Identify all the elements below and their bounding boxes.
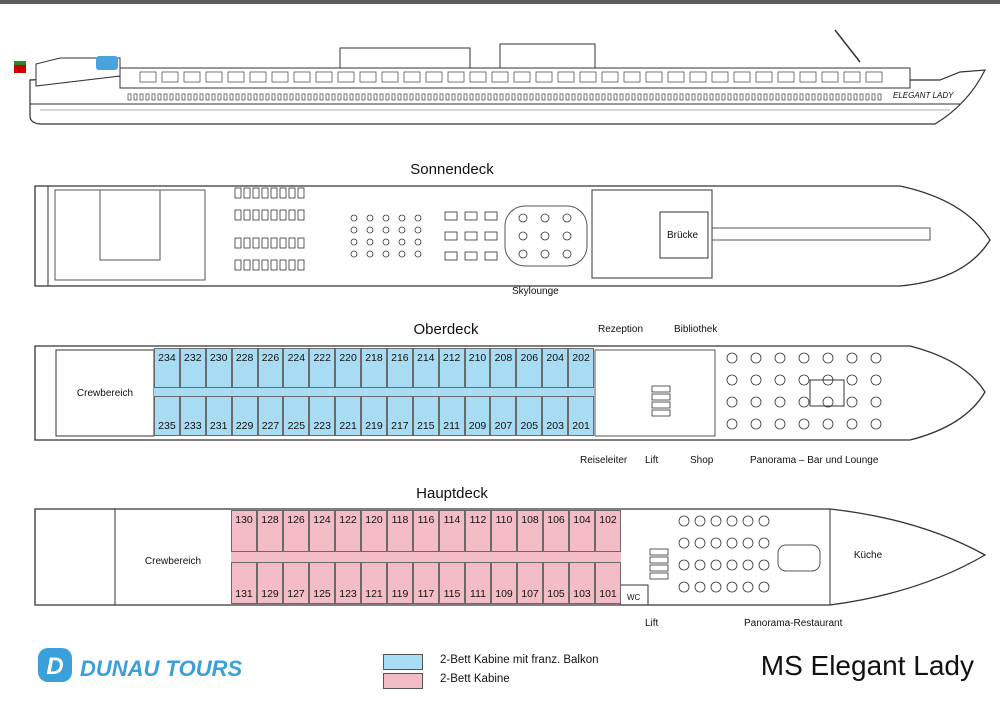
cabin-206: 206: [516, 348, 543, 388]
ship-name: MS Elegant Lady: [760, 650, 974, 681]
shop-label: Shop: [690, 455, 714, 466]
oberdeck-corridor: [154, 388, 594, 396]
cabin-108: 108: [517, 510, 543, 552]
cabin-221: 221: [335, 396, 362, 436]
cabin-226: 226: [257, 348, 284, 388]
cabin-225: 225: [283, 396, 310, 436]
lift-label-hauptdeck: Lift: [645, 618, 659, 629]
wc-label: WC: [627, 593, 641, 602]
legend-swatch: [383, 673, 423, 689]
ship-side-profile: [14, 29, 987, 125]
ship-side-name: ELEGANT LADY: [893, 91, 954, 100]
cabin-131: 131: [231, 562, 257, 604]
lift-label-oberdeck: Lift: [645, 455, 659, 466]
sonnendeck-hull: [34, 185, 991, 287]
cabin-124: 124: [309, 510, 335, 552]
legend-swatch: [383, 654, 423, 670]
cabin-202: 202: [568, 348, 594, 388]
hauptdeck-corridor: [231, 552, 621, 562]
cabin-230: 230: [205, 348, 232, 388]
cabin-123: 123: [335, 562, 361, 604]
cabin-228: 228: [231, 348, 258, 388]
cabin-129: 129: [257, 562, 283, 604]
top-border: [0, 0, 1000, 4]
cabin-235: 235: [154, 396, 180, 436]
hauptdeck-crew-area: Crewbereich: [144, 555, 202, 567]
cabin-117: 117: [413, 562, 439, 604]
hauptdeck-title: Hauptdeck: [416, 485, 488, 502]
logo-letter: D: [46, 653, 63, 680]
cabin-118: 118: [387, 510, 413, 552]
cabin-107: 107: [517, 562, 543, 604]
cabin-205: 205: [516, 396, 543, 436]
sonnendeck-title: Sonnendeck: [410, 161, 494, 178]
cabin-204: 204: [542, 348, 569, 388]
cabin-126: 126: [283, 510, 309, 552]
cabin-217: 217: [386, 396, 413, 436]
cabin-102: 102: [595, 510, 621, 552]
cabin-110: 110: [491, 510, 517, 552]
cabin-114: 114: [439, 510, 465, 552]
cabin-122: 122: [335, 510, 361, 552]
cabin-209: 209: [464, 396, 491, 436]
rezeption-label: Rezeption: [598, 324, 644, 335]
panorama-bar-label: Panorama – Bar und Lounge: [750, 455, 879, 466]
cabin-220: 220: [335, 348, 362, 388]
bibliothek-label: Bibliothek: [674, 324, 718, 335]
cabin-112: 112: [465, 510, 491, 552]
cabin-105: 105: [543, 562, 569, 604]
cabin-121: 121: [361, 562, 387, 604]
cabin-101: 101: [595, 562, 621, 604]
cabin-210: 210: [464, 348, 491, 388]
cabin-234: 234: [154, 348, 180, 388]
cabin-120: 120: [361, 510, 387, 552]
cabin-116: 116: [413, 510, 439, 552]
cabin-208: 208: [490, 348, 517, 388]
cabin-224: 224: [283, 348, 310, 388]
cabin-130: 130: [231, 510, 257, 552]
cabin-106: 106: [543, 510, 569, 552]
cabin-227: 227: [257, 396, 284, 436]
skylounge-label: Skylounge: [512, 286, 559, 297]
restaurant-label: Panorama-Restaurant: [744, 618, 843, 629]
cabin-201: 201: [568, 396, 594, 436]
reiseleiter-label: Reiseleiter: [580, 455, 628, 466]
bridge-label: Brücke: [667, 230, 699, 241]
cabin-223: 223: [309, 396, 336, 436]
cabin-222: 222: [309, 348, 336, 388]
logo-text: DUNAU TOURS: [80, 656, 242, 681]
cabin-232: 232: [179, 348, 206, 388]
cabin-109: 109: [491, 562, 517, 604]
cabin-103: 103: [569, 562, 595, 604]
cabin-125: 125: [309, 562, 335, 604]
cabin-104: 104: [569, 510, 595, 552]
oberdeck-title: Oberdeck: [413, 321, 479, 338]
cabin-207: 207: [490, 396, 517, 436]
oberdeck-crew-area: Crewbereich: [76, 387, 134, 399]
cabin-215: 215: [412, 396, 439, 436]
legend-label: 2-Bett Kabine mit franz. Balkon: [440, 654, 599, 666]
cabin-119: 119: [387, 562, 413, 604]
cabin-115: 115: [439, 562, 465, 604]
kueche-label: Küche: [853, 549, 883, 561]
cabin-211: 211: [438, 396, 465, 436]
cabin-111: 111: [465, 562, 491, 604]
cabin-229: 229: [231, 396, 258, 436]
cabin-212: 212: [438, 348, 465, 388]
cabin-203: 203: [542, 396, 569, 436]
cabin-231: 231: [205, 396, 232, 436]
cabin-218: 218: [361, 348, 387, 388]
cabin-128: 128: [257, 510, 283, 552]
cabin-214: 214: [412, 348, 439, 388]
legend-label: 2-Bett Kabine: [440, 673, 510, 685]
cabin-127: 127: [283, 562, 309, 604]
cabin-219: 219: [361, 396, 387, 436]
dunau-tours-logo: D DUNAU TOURS: [38, 648, 248, 693]
cabin-233: 233: [179, 396, 206, 436]
cabin-216: 216: [386, 348, 413, 388]
